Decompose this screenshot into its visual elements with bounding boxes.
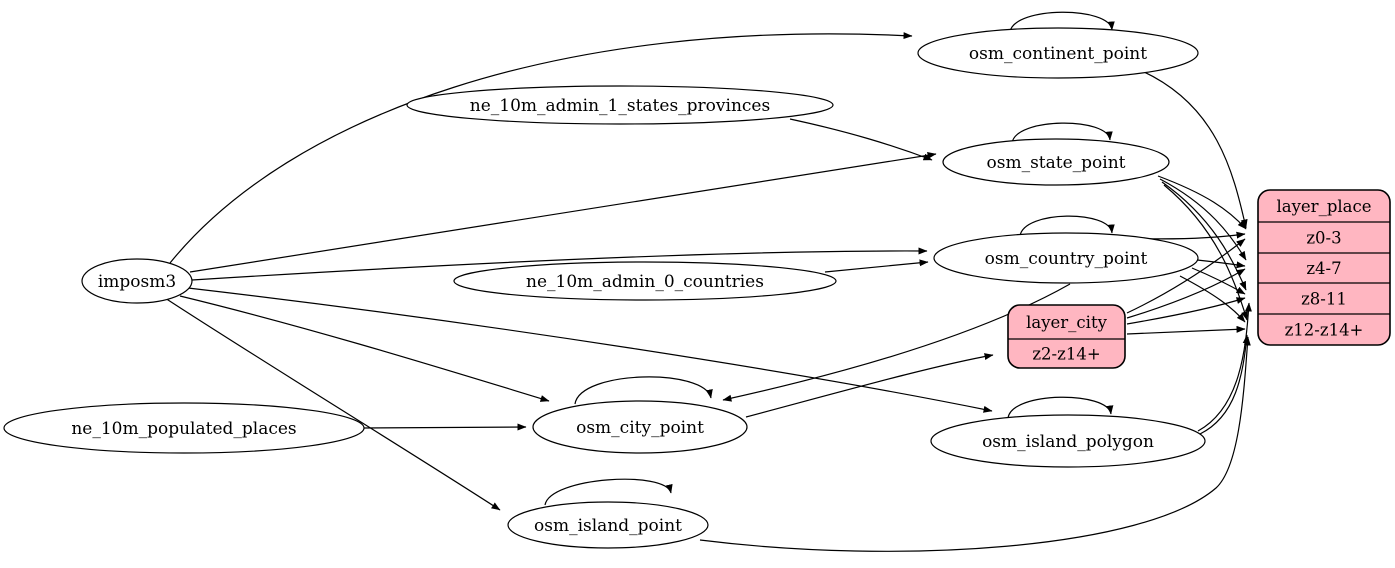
node-ne-10m-populated-places: [3, 402, 365, 454]
record-row-layer-place-z0-3: z0-3: [1306, 229, 1341, 248]
edge-osm-island-polygon-to-layer-place-z12-z14+: [1199, 334, 1250, 435]
record-layer-place: [1257, 189, 1391, 346]
node-label-osm-island-point: osm_island_point: [534, 516, 682, 536]
record-row-layer-city-z2-z14: z2-z14+: [1032, 345, 1100, 364]
edge-osm-island-polygon-to-layer-place-z8-11: [1197, 302, 1252, 432]
record-row-layer-place-z4-7: z4-7: [1306, 259, 1341, 278]
edge-osm-state-point-to-layer-place-z8-11: [1161, 181, 1247, 291]
edge-imposm3-to-osm-continent-point: [169, 32, 913, 264]
node-osm-island-point: [507, 501, 709, 549]
node-label-ne-10m-admin-1-states-provinces: ne_10m_admin_1_states_provinces: [470, 96, 770, 116]
node-ne-10m-admin-1-states-provinces: [406, 85, 834, 125]
edge-osm-country-point-to-osm-city-point: [722, 283, 1071, 402]
record-title-layer-place: layer_place: [1276, 197, 1371, 216]
edge-osm-city-point-to-osm-city-point: [574, 376, 713, 405]
node-label-osm-state-point: osm_state_point: [987, 153, 1126, 173]
node-osm-island-polygon: [930, 414, 1206, 468]
edge-osm-island-polygon-to-osm-island-polygon: [1007, 396, 1114, 419]
record-row-layer-place-z12-z14: z12-z14+: [1285, 321, 1364, 340]
edge-osm-state-point-to-osm-state-point: [1011, 122, 1113, 144]
record-layer-city: [1007, 304, 1126, 369]
edge-imposm3-to-osm-country-point: [191, 247, 928, 281]
node-osm-state-point: [942, 138, 1170, 186]
node-label-osm-city-point: osm_city_point: [576, 418, 704, 438]
edge-layer-city-to-layer-place-z12-z14+: [1126, 325, 1246, 335]
record-title-layer-city: layer_city: [1026, 313, 1107, 332]
node-label-osm-continent-point: osm_continent_point: [969, 44, 1147, 64]
edge-osm-continent-point-to-osm-continent-point: [1009, 11, 1115, 33]
edge-osm-island-point-to-layer-place-z12-z14+: [699, 336, 1251, 552]
edge-layer-city-to-layer-place-z4-7: [1126, 268, 1246, 319]
edge-osm-state-point-to-layer-place-z4-7: [1159, 178, 1247, 261]
edge-ne-10m-admin-1-states-provinces-to-osm-state-point: [789, 118, 933, 161]
edge-osm-island-point-to-osm-island-point: [544, 478, 673, 506]
node-osm-city-point: [532, 400, 748, 454]
record-row-layer-place-z8-11: z8-11: [1301, 290, 1347, 309]
edge-osm-continent-point-to-layer-place-z0-3: [1141, 70, 1248, 229]
node-osm-country-point: [933, 232, 1199, 284]
edge-osm-state-point-to-layer-place-z0-3: [1157, 175, 1247, 230]
node-imposm3: [81, 258, 193, 304]
edge-layer-city-to-layer-place-z0-3: [1126, 238, 1246, 314]
node-ne-10m-admin-0-countries: [453, 261, 837, 301]
edge-osm-city-point-to-layer-city-z2-z14+: [745, 353, 994, 418]
edge-ne-10m-admin-0-countries-to-osm-country-point: [824, 259, 929, 273]
edge-layer-city-to-layer-place-z8-11: [1126, 297, 1246, 325]
node-label-osm-country-point: osm_country_point: [985, 249, 1148, 269]
edge-imposm3-to-osm-island-polygon: [187, 287, 993, 413]
edge-imposm3-to-osm-state-point: [189, 151, 937, 273]
edge-ne-10m-populated-places-to-osm-city-point: [363, 423, 527, 431]
node-label-ne-10m-admin-0-countries: ne_10m_admin_0_countries: [526, 272, 764, 292]
edge-osm-country-point-to-osm-country-point: [1019, 215, 1115, 237]
edge-imposm3-to-osm-island-point: [164, 297, 501, 511]
edge-osm-country-point-to-layer-place-z4-7: [1196, 259, 1246, 269]
node-label-imposm3: imposm3: [98, 272, 176, 292]
edge-osm-state-point-to-layer-place-z12-z14+: [1163, 184, 1248, 321]
node-osm-continent-point: [917, 27, 1199, 79]
edge-imposm3-to-osm-city-point: [179, 295, 550, 402]
edge-osm-country-point-to-layer-place-z12-z14+: [1179, 275, 1246, 323]
node-label-osm-island-polygon: osm_island_polygon: [982, 432, 1154, 452]
node-label-ne-10m-populated-places: ne_10m_populated_places: [71, 419, 296, 439]
